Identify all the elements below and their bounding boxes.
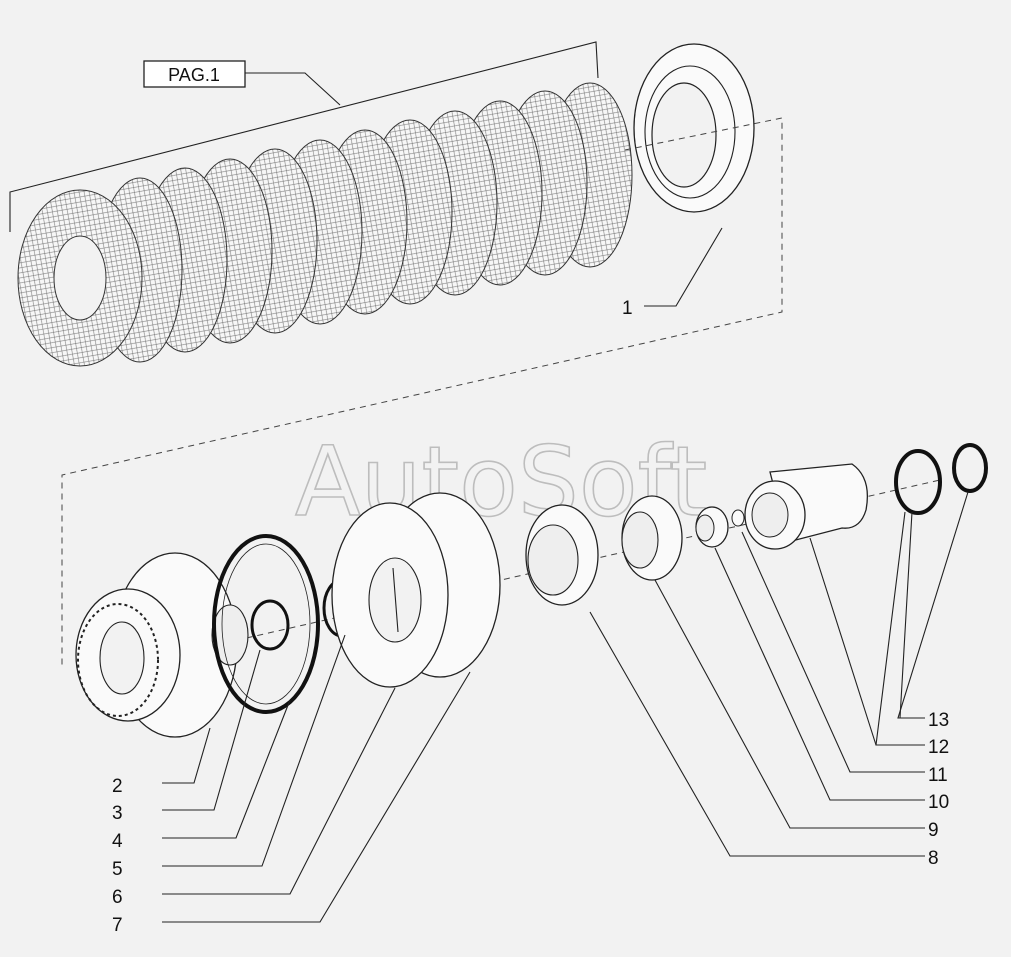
page-reference-box: PAG.1 bbox=[143, 60, 246, 88]
callout-3: 3 bbox=[112, 803, 123, 824]
spring-and-cap-part-10-11 bbox=[695, 506, 745, 548]
leader-lines bbox=[162, 227, 969, 923]
clutch-disc-pack bbox=[17, 82, 633, 367]
o-ring-part-3 bbox=[250, 599, 290, 651]
callout-6: 6 bbox=[112, 887, 123, 908]
callout-13: 13 bbox=[928, 710, 949, 731]
callout-7: 7 bbox=[112, 915, 123, 936]
splined-hub-part-2 bbox=[75, 552, 249, 738]
page-reference-label: PAG.1 bbox=[168, 65, 220, 85]
circlip-part-13 bbox=[952, 443, 988, 493]
sleeve-part-12 bbox=[744, 463, 869, 550]
bushing-part-9 bbox=[621, 495, 683, 581]
callout-10: 10 bbox=[928, 792, 949, 813]
callout-8: 8 bbox=[928, 848, 939, 869]
callout-11: 11 bbox=[928, 765, 948, 786]
callout-2: 2 bbox=[112, 776, 123, 797]
callout-12: 12 bbox=[928, 737, 949, 758]
thrust-washer-part-1 bbox=[633, 43, 755, 213]
callout-5: 5 bbox=[112, 859, 123, 880]
piston-part-6-7 bbox=[331, 492, 501, 688]
callout-9: 9 bbox=[928, 820, 939, 841]
disc-pack-bracket bbox=[9, 41, 599, 232]
callout-4: 4 bbox=[112, 831, 123, 852]
snap-ring-part-4 bbox=[212, 534, 320, 714]
callout-1: 1 bbox=[622, 298, 633, 319]
assembly-axis-upper bbox=[61, 117, 783, 665]
slotted-nut-part-8 bbox=[525, 504, 599, 606]
circlip-part-12 bbox=[894, 449, 942, 515]
